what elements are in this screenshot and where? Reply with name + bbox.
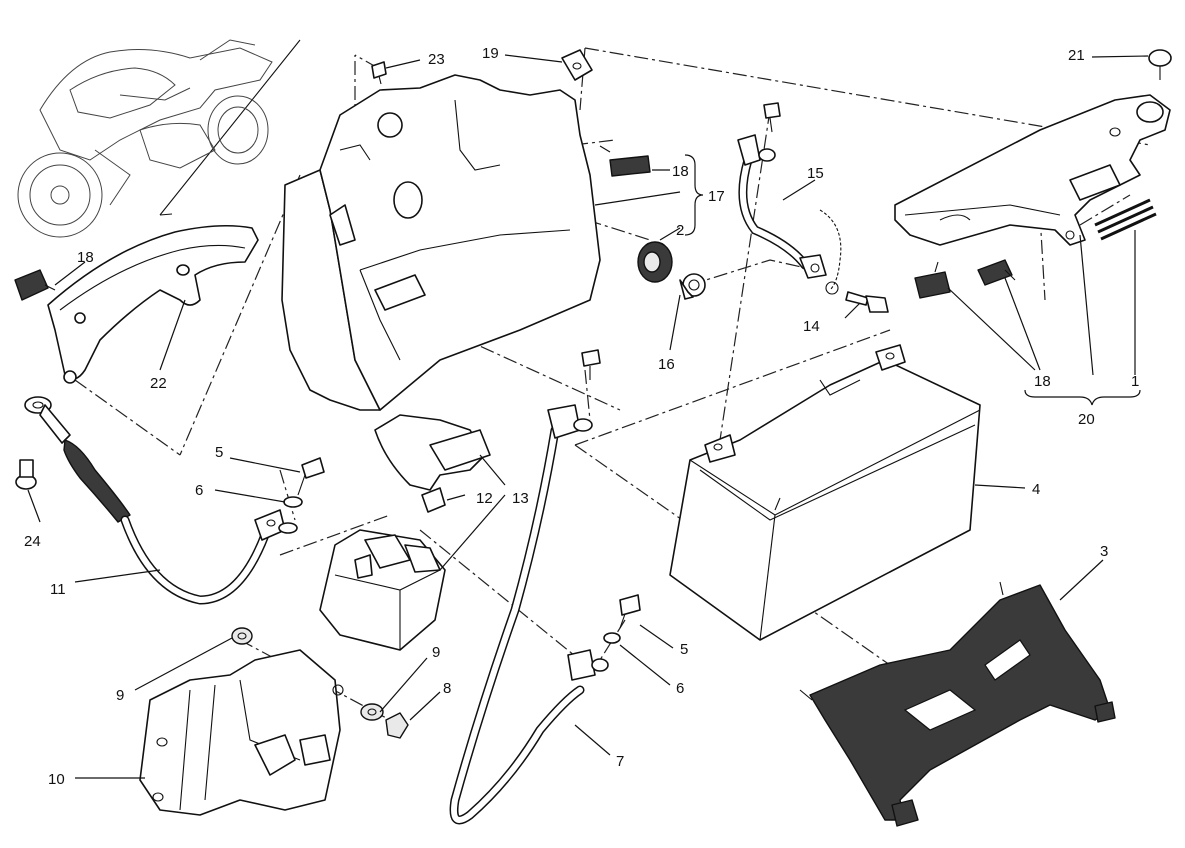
- label-part-14: 14: [803, 318, 820, 335]
- part-1-strips: [1094, 198, 1157, 241]
- part-13-cover: [374, 414, 491, 491]
- label-part-6-left: 6: [195, 482, 203, 499]
- label-part-2: 2: [676, 222, 684, 239]
- part-23-screw: [371, 61, 387, 85]
- label-part-20: 20: [1078, 411, 1095, 428]
- part-9-washers-8-nut: [231, 627, 409, 739]
- label-part-5-right: 5: [680, 641, 688, 658]
- part-3-battery-strap: [799, 581, 1116, 827]
- part-15-ground-cable: [737, 134, 842, 295]
- label-part-18-tray: 18: [672, 163, 689, 180]
- label-part-5-left: 5: [215, 444, 223, 461]
- label-part-19: 19: [482, 45, 499, 62]
- part-16-spacer: [679, 273, 706, 300]
- label-part-9-right: 9: [432, 644, 440, 661]
- motorcycle-thumbnail-icon: [17, 39, 301, 238]
- label-part-1: 1: [1131, 373, 1139, 390]
- part-4-battery: [669, 344, 981, 641]
- label-part-18-right: 18: [1034, 373, 1051, 390]
- part-18-pad-left: [14, 269, 56, 301]
- part-bolt-15-top: [763, 102, 781, 133]
- part-21-screw: [1148, 49, 1172, 80]
- label-part-24: 24: [24, 533, 41, 550]
- leader-lines: [27, 54, 1149, 779]
- part-relay: [319, 529, 446, 651]
- part-22-bracket: [47, 224, 259, 384]
- label-part-18-left: 18: [77, 249, 94, 266]
- label-part-23: 23: [428, 51, 445, 68]
- part-labels: 23 19 21 18 17 2 15 16 14 18 1 20 18 22 …: [24, 45, 1139, 788]
- label-part-13: 13: [512, 490, 529, 507]
- label-part-8: 8: [443, 680, 451, 697]
- part-19-clip: [561, 49, 593, 81]
- part-5-6-screw-right: [603, 594, 641, 644]
- label-part-15: 15: [807, 165, 824, 182]
- part-10-bracket: [139, 649, 344, 816]
- part-17-battery-tray: [281, 74, 601, 411]
- part-12-connector: [421, 487, 446, 513]
- part-14-bolt: [845, 291, 889, 313]
- label-part-7: 7: [616, 753, 624, 770]
- part-18-pad-tray: [599, 145, 651, 177]
- label-part-10: 10: [48, 771, 65, 788]
- label-part-3: 3: [1100, 543, 1108, 560]
- label-part-22: 22: [150, 375, 167, 392]
- part-11-cable: [24, 396, 286, 605]
- part-18-pads-right: [914, 259, 1016, 299]
- part-24-screw: [15, 459, 37, 490]
- label-part-12: 12: [476, 490, 493, 507]
- label-part-11: 11: [50, 581, 66, 598]
- bracket-braces: [684, 154, 1141, 406]
- label-part-4: 4: [1032, 481, 1040, 498]
- label-part-21: 21: [1068, 47, 1085, 64]
- part-7-screw-top: [581, 349, 601, 380]
- label-part-9-left: 9: [116, 687, 124, 704]
- part-2-grommet: [637, 241, 673, 283]
- part-7-cable: [449, 404, 609, 825]
- part-20-rear-bracket: [894, 94, 1171, 246]
- label-part-17: 17: [708, 188, 725, 205]
- label-part-16: 16: [658, 356, 675, 373]
- label-part-6-right: 6: [676, 680, 684, 697]
